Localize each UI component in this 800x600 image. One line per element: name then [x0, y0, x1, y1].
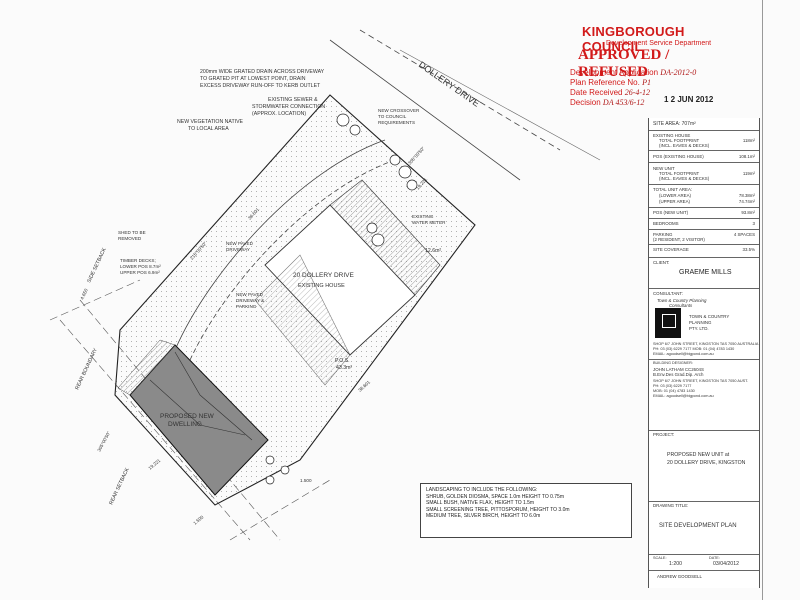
svg-text:TIMBER DECKS;: TIMBER DECKS;: [120, 258, 156, 263]
svg-text:SHED TO BE: SHED TO BE: [118, 230, 146, 235]
street-kerb-line: [399, 49, 601, 161]
svg-text:305°00'50": 305°00'50": [407, 146, 426, 166]
drawing-title: SITE DEVELOPMENT PLAN: [659, 523, 737, 529]
svg-text:43.3m²: 43.3m²: [336, 365, 352, 371]
svg-text:UPPER POS 6.9m²: UPPER POS 6.9m²: [120, 270, 160, 275]
svg-text:12.6m²: 12.6m²: [425, 248, 441, 254]
svg-text:REAR BOUNDARY: REAR BOUNDARY: [74, 347, 99, 391]
landscaping-item: MEDIUM TREE, SILVER BIRCH, HEIGHT TO 6.0…: [426, 513, 541, 520]
svg-text:EXISTING SEWER &: EXISTING SEWER &: [268, 97, 318, 103]
svg-text:NEW VEGETATION NATIVE: NEW VEGETATION NATIVE: [177, 119, 244, 125]
drawn-by: ANDREW GOODSELL: [657, 574, 702, 579]
svg-text:P.O.S.: P.O.S.: [335, 358, 350, 364]
svg-text:38.601: 38.601: [357, 379, 371, 392]
sheet-border: [762, 0, 763, 600]
svg-text:NEW PAVED: NEW PAVED: [226, 241, 254, 246]
proposed-sublabel: DWELLING: [168, 421, 202, 428]
landscaping-item: SHRUB, GOLDEN DIOSMA, SPACE 1.0m HEIGHT …: [426, 493, 564, 500]
client-name: GRAEME MILLS: [679, 269, 732, 276]
svg-text:REQUIREMENTS: REQUIREMENTS: [378, 120, 415, 125]
consultant-logo-icon: [655, 308, 681, 338]
street-name: DOLLERY DRIVE: [417, 59, 481, 108]
proposed-label: PROPOSED NEW: [160, 413, 215, 420]
svg-text:TO GRATED PIT AT LOWEST POINT,: TO GRATED PIT AT LOWEST POINT, DRAIN: [200, 76, 306, 82]
vegetation-group: [265, 113, 418, 485]
council-approval-stamp: KINGBOROUGH COUNCIL Development Service …: [566, 24, 726, 114]
landscaping-heading: LANDSCAPING TO INCLUDE THE FOLLOWING:: [426, 487, 538, 493]
landscaping-item: SMALL BUSH, NATIVE FLAX, HEIGHT TO 1.5m: [426, 500, 535, 507]
svg-text:PARKING: PARKING: [236, 304, 257, 309]
council-department: Development Service Department: [606, 40, 712, 47]
svg-text:STORMWATER CONNECTION: STORMWATER CONNECTION: [252, 104, 325, 110]
svg-text:NEW CROSSOVER: NEW CROSSOVER: [378, 108, 420, 113]
stamp-plan-ref-row: Plan Reference No. P1: [570, 78, 651, 87]
project-line-2: 20 DOLLERY DRIVE, KINGSTON: [667, 460, 746, 466]
svg-text:EXISTING: EXISTING: [412, 214, 434, 219]
svg-text:TO COUNCIL: TO COUNCIL: [378, 114, 407, 119]
council-name: KINGBOROUGH COUNCIL: [582, 24, 685, 54]
existing-house-sublabel: EXISTING HOUSE: [298, 283, 345, 289]
svg-text:305°00'50": 305°00'50": [96, 430, 111, 452]
site-area: SITE AREA: 707m²: [653, 121, 696, 127]
street-line: [329, 39, 521, 181]
svg-text:DRIVEWAY: DRIVEWAY: [226, 247, 250, 252]
stamp-date-received-row: Date Received 26-4-12: [570, 88, 651, 97]
svg-text:4.650: 4.650: [79, 287, 89, 300]
stamp-decision-row: Decision DA 453/6-12: [570, 98, 645, 107]
svg-text:REAR SETBACK: REAR SETBACK: [108, 467, 131, 506]
landscaping-item: SMALL SCREENING TREE, PITTOSPORUM, HEIGH…: [426, 506, 570, 513]
drawing-scale: 1:200: [669, 561, 682, 567]
landscaping-notes: LANDSCAPING TO INCLUDE THE FOLLOWING: SH…: [420, 483, 632, 538]
svg-text:19.221: 19.221: [147, 458, 161, 471]
svg-text:200mm WIDE GRATED DRAIN ACROSS: 200mm WIDE GRATED DRAIN ACROSS DRIVEWAY: [200, 69, 325, 75]
street-centre-line: [359, 29, 561, 151]
title-block: SITE AREA: 707m² EXISTING HOUSE TOTAL FO…: [648, 118, 760, 588]
svg-text:DRIVEWAY &: DRIVEWAY &: [236, 298, 264, 303]
svg-text:1.500: 1.500: [192, 514, 204, 526]
site-plan: DOLLERY DRIVE 20 DOLLERY DRIVE EXISTING …: [49, 29, 601, 541]
svg-text:1.500: 1.500: [300, 478, 312, 483]
stamp-application-row: Development Application DA-2012-0: [570, 68, 697, 77]
svg-text:TO LOCAL AREA: TO LOCAL AREA: [188, 126, 229, 132]
approval-status: APPROVED / REFUSED: [578, 47, 670, 80]
existing-house-label: 20 DOLLERY DRIVE: [293, 272, 354, 279]
svg-text:LOWER POS 8.7m²: LOWER POS 8.7m²: [120, 264, 161, 269]
svg-text:WATER METER: WATER METER: [412, 220, 446, 225]
svg-text:SIDE SETBACK: SIDE SETBACK: [86, 247, 108, 284]
svg-text:(APPROX. LOCATION): (APPROX. LOCATION): [252, 111, 306, 117]
project-line-1: PROPOSED NEW UNIT at: [667, 452, 730, 458]
svg-text:EXCESS DRIVEWAY RUN-OFF TO KER: EXCESS DRIVEWAY RUN-OFF TO KERB OUTLET: [200, 83, 321, 89]
drawing-date: 03/04/2012: [713, 561, 739, 567]
svg-text:REMOVED: REMOVED: [118, 236, 142, 241]
stamp-decision-date: 1 2 JUN 2012: [664, 95, 714, 104]
svg-text:NEW PAVED: NEW PAVED: [236, 292, 264, 297]
